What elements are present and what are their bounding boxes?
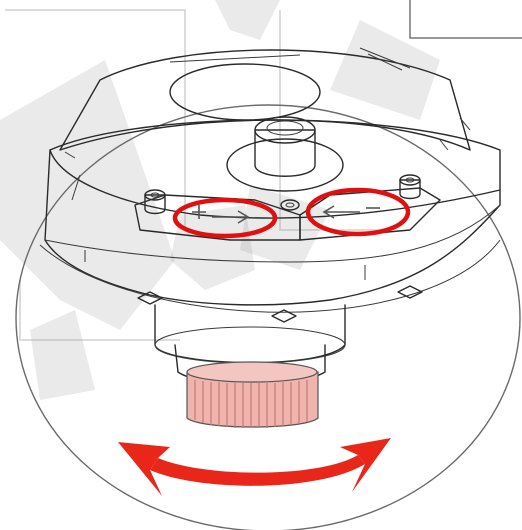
flange-bolts xyxy=(144,174,421,215)
rim-fasteners xyxy=(64,151,423,323)
left-arrow-minus-icon xyxy=(322,205,380,219)
watermark xyxy=(0,0,440,400)
bolt-left xyxy=(144,189,166,215)
corner-label-box xyxy=(409,0,522,39)
minus-marking-highlight xyxy=(305,187,411,237)
plus-right-arrow-icon xyxy=(192,205,250,224)
bolt-right xyxy=(399,174,421,200)
central-hub xyxy=(226,116,344,192)
curved-double-arrow-icon xyxy=(118,438,391,496)
plus-marking-highlight xyxy=(172,197,278,239)
flange-body xyxy=(39,117,501,313)
magnifier-outline xyxy=(15,104,521,530)
bolt-center xyxy=(280,199,300,211)
splined-shaft xyxy=(186,361,319,428)
